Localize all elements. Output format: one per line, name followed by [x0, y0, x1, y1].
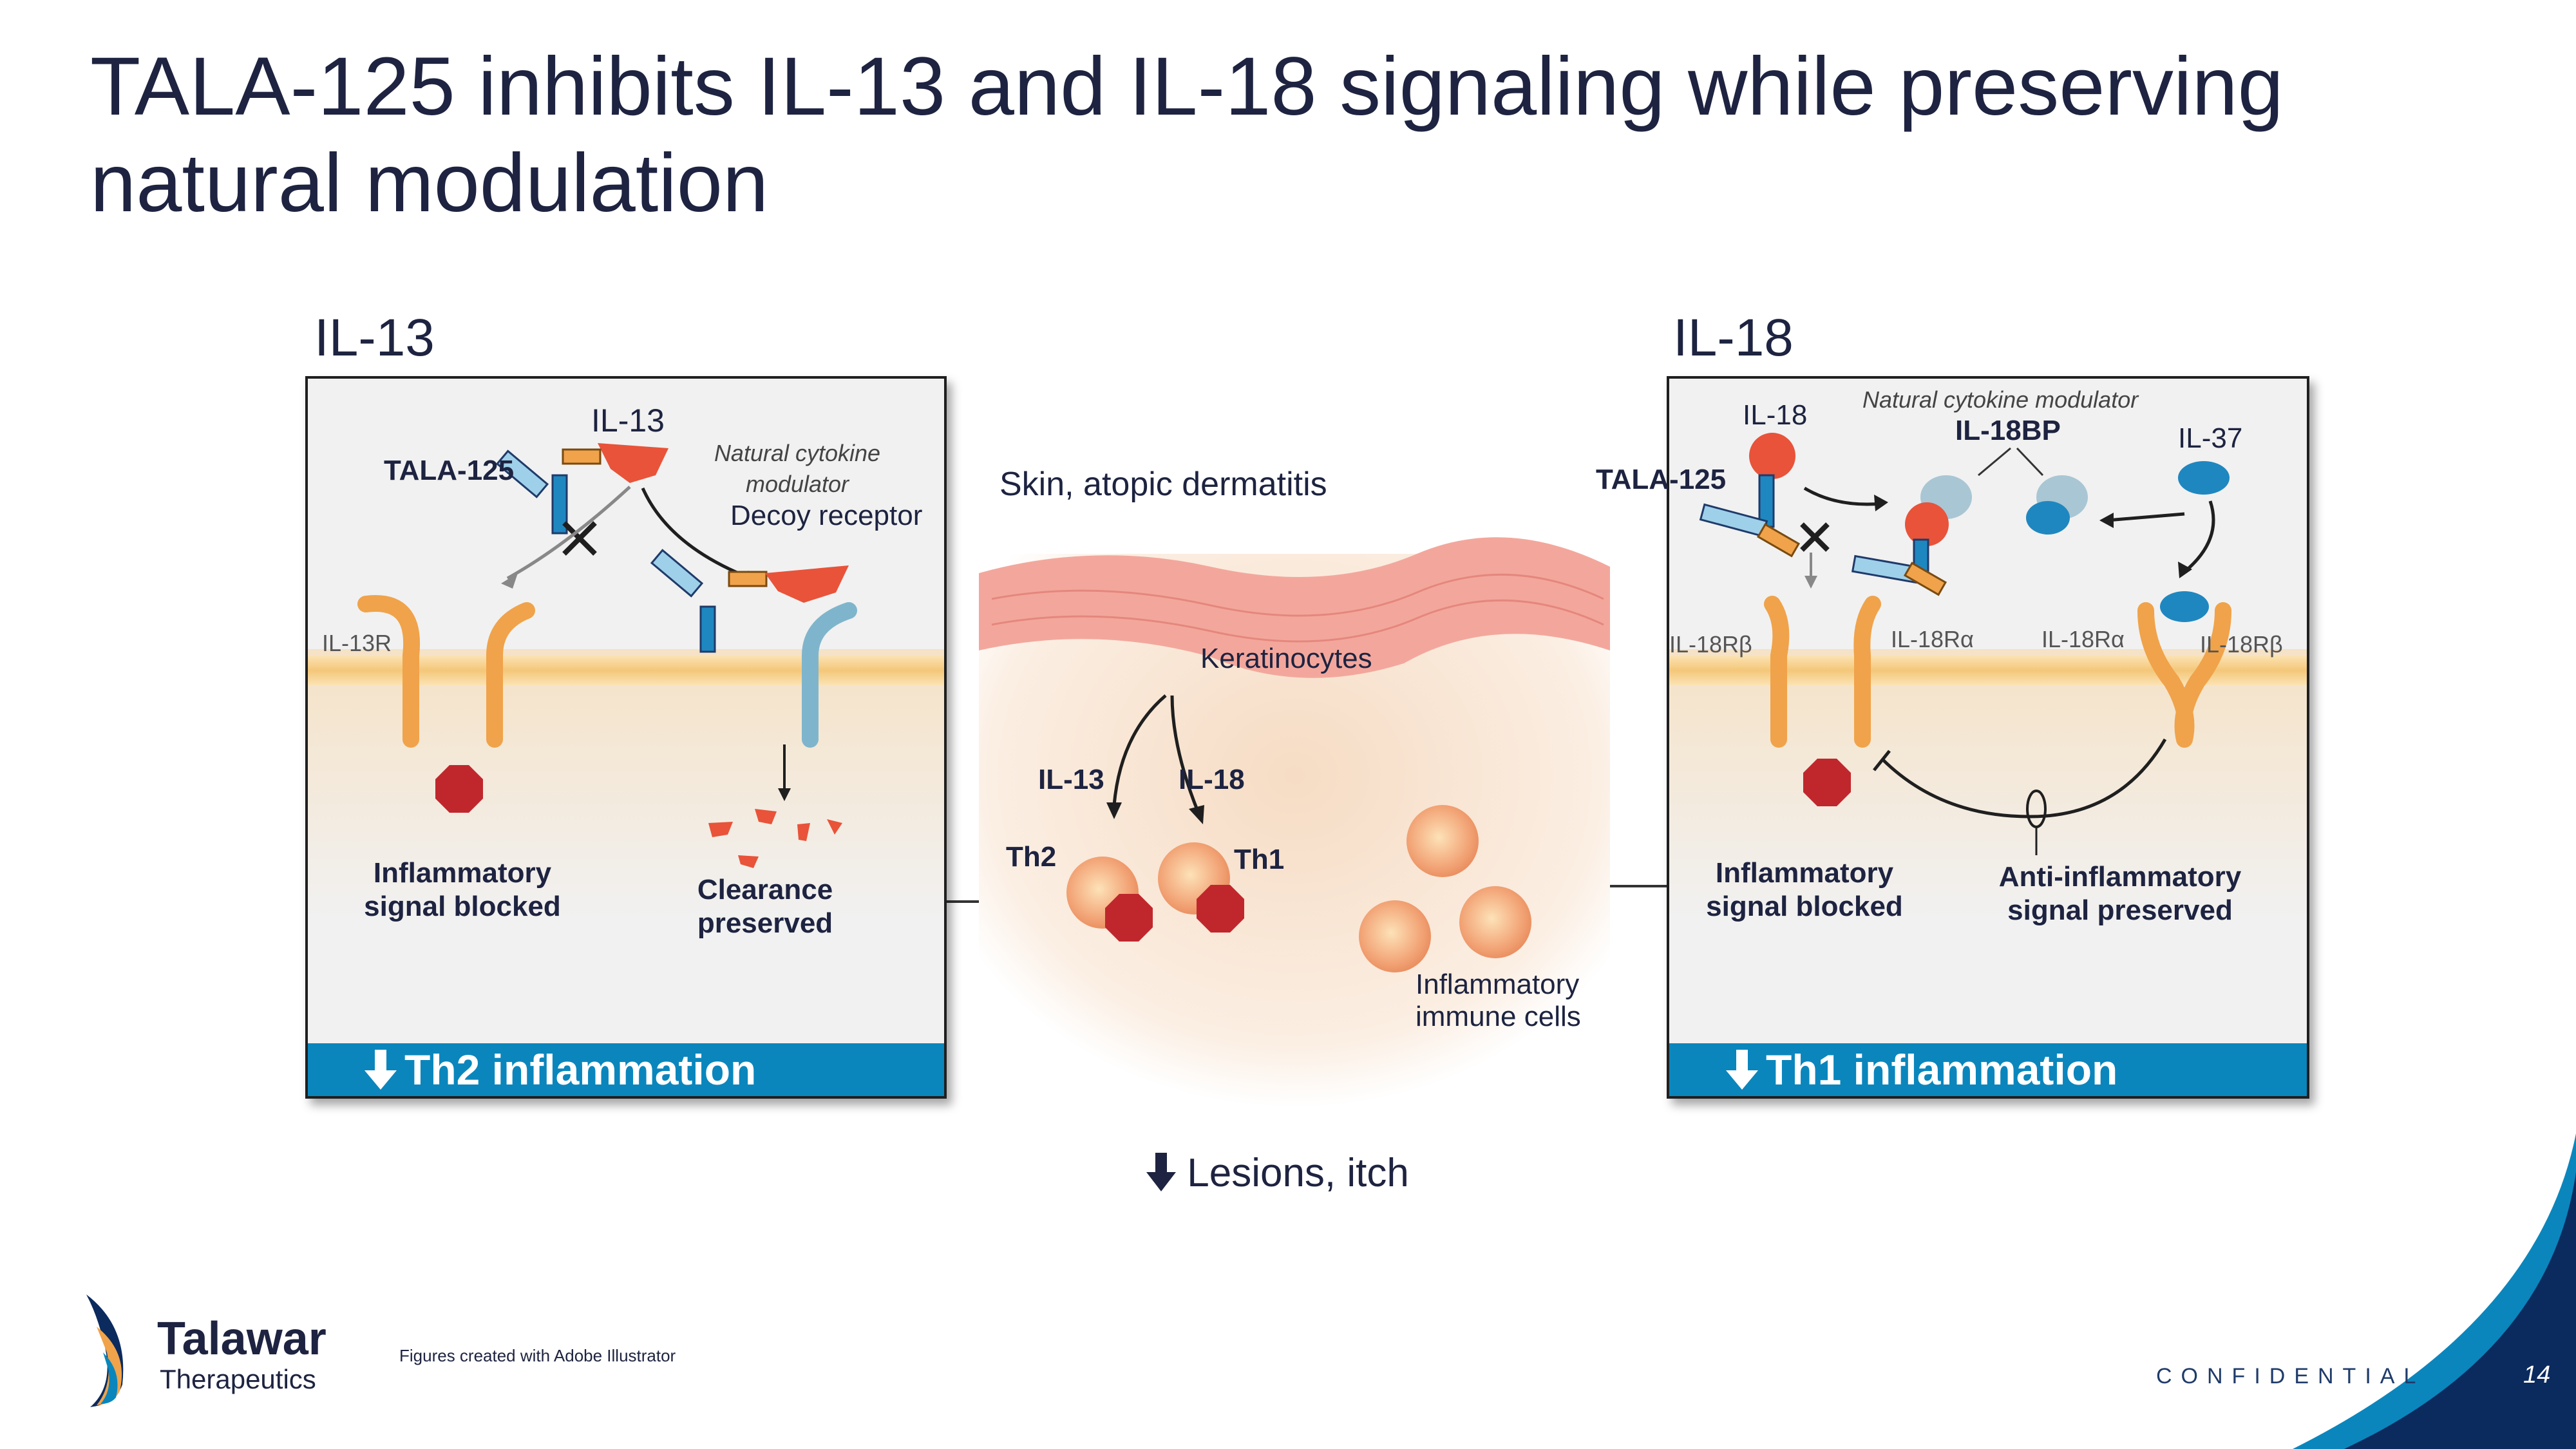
page-number: 14: [2523, 1361, 2551, 1388]
anti-inflammatory-label: Anti-inflammatory signal preserved: [1998, 861, 2242, 926]
modulator-label: Natural cytokine modulator: [1862, 386, 2139, 413]
outcome-label: Lesions, itch: [1146, 1150, 1409, 1196]
tala125-antibody-icon: [1699, 474, 1801, 558]
il18-cytokine-label: IL-18: [1743, 399, 1808, 431]
down-arrow-icon: [1146, 1153, 1176, 1191]
stop-octagon-icon: [435, 765, 483, 813]
down-arrow-icon: [1726, 1050, 1758, 1090]
slide-title: TALA-125 inhibits IL-13 and IL-18 signal…: [90, 41, 2284, 229]
stop-octagon-icon: [1803, 759, 1851, 806]
center-il18-label: IL-18: [1179, 764, 1245, 795]
immune-cell-1: [1406, 805, 1479, 877]
th1-label: Th1: [1234, 844, 1285, 875]
company-logo: Talawar Therapeutics: [77, 1288, 361, 1417]
down-arrow-icon: [365, 1050, 397, 1090]
il13-receptor-right: [486, 602, 535, 748]
il18ralpha-label-1: IL-18Rα: [1891, 626, 1974, 652]
confidential-label: CONFIDENTIAL: [2156, 1364, 2425, 1388]
th2-stop-icon: [1105, 894, 1153, 942]
il37-shape: [2178, 461, 2230, 495]
th2-footer: Th2 inflammation: [308, 1043, 944, 1096]
il18ralpha-receptor: [1853, 596, 1881, 748]
cytokine-fragments-icon: [708, 809, 842, 868]
il13-receptor-left: [357, 595, 421, 748]
blocked-arrow: [506, 486, 631, 580]
tala125-antibody-icon: [495, 448, 601, 535]
il18-cytokine-shape: [1749, 433, 1795, 479]
immune-cells-label: Inflammatory immune cells: [1416, 969, 1581, 1032]
right-panel-heading: IL-18: [1673, 308, 1794, 367]
block-x-icon: [562, 521, 597, 556]
brand-swoosh: [2293, 1133, 2576, 1449]
left-blocked-label: Inflammatory signal blocked: [364, 857, 561, 922]
bound-antibody-icon: [1851, 538, 1947, 596]
il13-illustration: [308, 443, 944, 920]
il37-label: IL-37: [2178, 422, 2243, 454]
immune-cell-3: [1459, 886, 1531, 958]
right-blocked-label: Inflammatory signal blocked: [1706, 857, 1903, 922]
th1-footer: Th1 inflammation: [1669, 1043, 2307, 1096]
clearance-label: Clearance preserved: [697, 874, 833, 939]
right-tala125-label: TALA-125: [1596, 464, 1727, 495]
center-il13-label: IL-13: [1038, 764, 1104, 795]
logo-sub: Therapeutics: [160, 1364, 316, 1394]
figure-note: Figures created with Adobe Illustrator: [399, 1346, 676, 1365]
decoy-receptor-label: Decoy receptor: [730, 500, 923, 531]
decoy-receptor-shape: [802, 602, 857, 748]
keratinocytes-label: Keratinocytes: [1200, 643, 1372, 674]
il18-illustration: [1669, 433, 2307, 920]
il13-panel: IL-13 TALA-125 Natural cytokine modulato…: [305, 376, 947, 1099]
il13-cytokine-label: IL-13: [591, 402, 665, 439]
il18bp-label: IL-18BP: [1955, 415, 2061, 446]
inhibition-arc: [1880, 738, 2167, 819]
clearance-arrow: [641, 487, 752, 580]
left-panel-heading: IL-13: [314, 308, 435, 367]
outcome-text: Lesions, itch: [1187, 1151, 1409, 1195]
il13r-label: IL-13R: [322, 630, 392, 656]
logo-name: Talawar: [157, 1313, 327, 1365]
il18-panel: IL-18 Natural cytokine modulator IL-18BP…: [1667, 376, 2309, 1099]
bound-antibody-icon: [650, 549, 849, 653]
tala125-label: TALA-125: [384, 455, 515, 486]
skin-label: Skin, atopic dermatitis: [999, 466, 1327, 503]
th2-label: Th2: [1006, 841, 1057, 873]
il18rbeta-left-label: IL-18Rβ: [1669, 631, 1752, 658]
th1-footer-text: Th1 inflammation: [1766, 1046, 2118, 1094]
th1-stop-icon: [1197, 885, 1244, 933]
block-x-icon: [1800, 522, 1830, 552]
il18ralpha-label-2: IL-18Rα: [2041, 626, 2125, 652]
th2-footer-text: Th2 inflammation: [404, 1046, 757, 1094]
il18rbeta-right-label: IL-18Rβ: [2200, 631, 2283, 658]
il13-cytokine-shape: [598, 443, 668, 483]
il18rbeta-receptor-right: [2174, 602, 2231, 748]
keratinocyte-layer: [979, 537, 1610, 678]
talawar-logo-icon: [86, 1294, 124, 1407]
skin-illustration: [979, 537, 1610, 1108]
immune-cell-2: [1359, 900, 1431, 972]
modulator-label: Natural cytokine modulator: [714, 440, 881, 497]
il18rbeta-receptor-left: [1764, 596, 1790, 748]
